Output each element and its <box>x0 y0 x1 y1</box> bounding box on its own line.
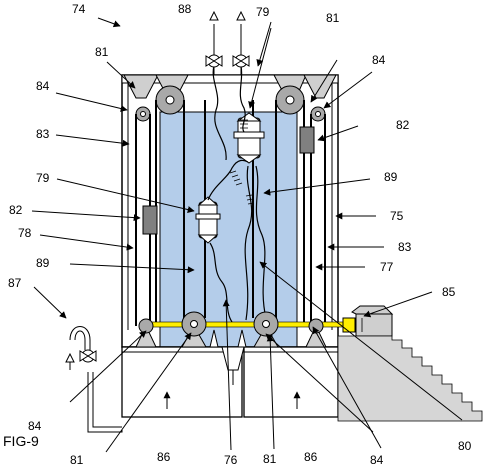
top-beam <box>121 74 339 84</box>
counterweight-right <box>299 126 315 154</box>
hoses <box>207 65 267 323</box>
label-86-left: 86 <box>157 450 171 464</box>
liquid-tank <box>159 111 298 348</box>
figure-caption: FIG-9 <box>3 433 39 449</box>
top-right-mount-2 <box>303 74 337 99</box>
label-84-top-right: 84 <box>372 53 386 67</box>
lower-compartment-right <box>243 346 339 418</box>
label-84-bottom-left: 84 <box>28 419 42 433</box>
label-75: 75 <box>390 209 404 223</box>
label-76: 76 <box>224 453 238 467</box>
label-80: 80 <box>458 439 472 453</box>
label-85: 85 <box>442 285 456 299</box>
label-79-left: 79 <box>36 171 50 185</box>
label-82-right: 82 <box>396 118 410 132</box>
label-89-right: 89 <box>384 170 398 184</box>
label-87: 87 <box>8 276 22 290</box>
top-valves <box>205 10 250 75</box>
label-81-top-left: 81 <box>95 45 109 59</box>
label-79-top: 79 <box>256 5 270 19</box>
counterweight-left <box>142 205 158 235</box>
label-81-bottom-left: 81 <box>70 453 84 467</box>
float-container-left <box>198 201 218 239</box>
label-83-right: 83 <box>398 240 412 254</box>
label-81-top-right: 81 <box>326 11 340 25</box>
label-84-bottom-right: 84 <box>370 453 384 467</box>
label-89-left: 89 <box>36 256 50 270</box>
label-82-left: 82 <box>9 203 23 217</box>
label-86-right: 86 <box>304 450 318 464</box>
label-84-top-left: 84 <box>36 79 50 93</box>
label-81-bottom-right: 81 <box>263 452 277 466</box>
top-left-mount <box>123 74 159 99</box>
lower-compartment-left <box>121 346 243 418</box>
label-83-left: 83 <box>36 127 50 141</box>
label-78: 78 <box>18 226 32 240</box>
label-74: 74 <box>72 2 86 16</box>
label-88: 88 <box>178 2 192 16</box>
generator <box>342 305 394 337</box>
label-77: 77 <box>380 260 394 274</box>
staircase <box>337 335 483 422</box>
